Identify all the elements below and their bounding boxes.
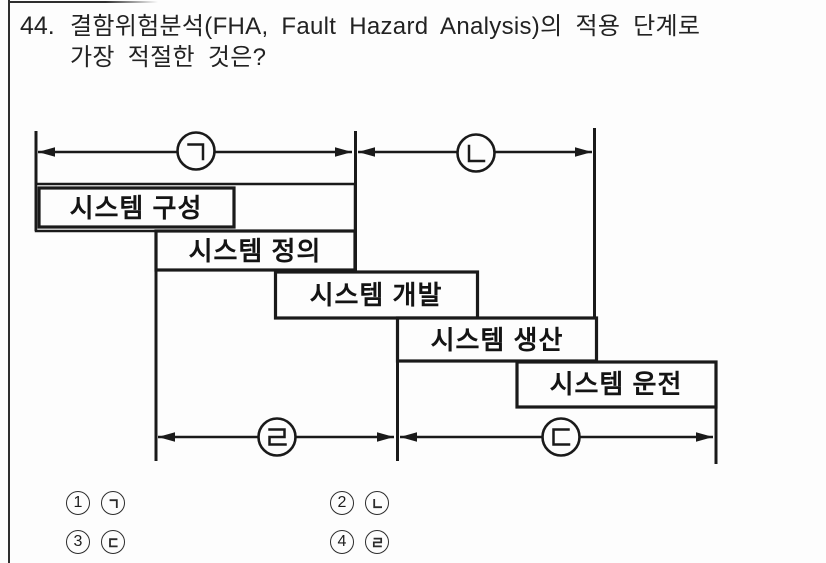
digeut-jamo-icon [552,428,571,446]
phase-label-system-definition: 시스템 정의 [189,236,322,266]
phase-timeline-diagram: 시스템 구성 시스템 정의 시스템 개발 시스템 생산 시스템 운전 [34,128,718,464]
option-3[interactable]: 3 [66,530,125,554]
option-2[interactable]: 2 [330,491,389,515]
option-3-number-circle: 3 [66,530,90,554]
phase-box-system-configuration [37,186,236,229]
option-4-number-circle: 4 [330,530,354,554]
giyeok-circle-icon [176,131,216,171]
nieun-jamo-icon [467,144,486,163]
nieun-circled-icon [365,491,389,515]
arrowheads [38,147,713,442]
question-text: 결함위험분석(FHA, Fault Hazard Analysis)의 적용 단… [70,11,700,73]
phase-box-system-operation [515,360,718,409]
option-1-number-circle: 1 [66,491,90,515]
question-line-2: 가장 적절한 것은? [70,44,267,71]
option-4[interactable]: 4 [330,530,389,554]
question-line-1: 결함위험분석(FHA, Fault Hazard Analysis)의 적용 단… [70,13,701,40]
phase-label-system-production: 시스템 생산 [431,325,564,355]
page-top-edge [8,1,158,3]
giyeok-circled-icon [101,491,125,515]
phase-box-system-production [395,316,599,363]
question-block: 44. 결함위험분석(FHA, Fault Hazard Analysis)의 … [20,11,700,73]
page-left-edge [8,0,10,563]
digeut-circled-icon [101,530,125,554]
phase-box-system-development [273,270,480,320]
giyeok-jamo-icon [187,143,205,161]
phase-label-system-development: 시스템 개발 [310,280,443,310]
rieul-jamo-icon [268,428,287,446]
digeut-circle-icon [541,417,581,457]
phase-label-system-operation: 시스템 운전 [550,369,683,399]
phase-label-system-configuration: 시스템 구성 [70,193,203,223]
option-2-number-circle: 2 [330,491,354,515]
phase-box-system-definition [154,229,357,272]
question-number: 44. [20,12,55,40]
option-1[interactable]: 1 [66,491,125,515]
rieul-circled-icon [365,530,389,554]
nieun-circle-icon [456,133,496,173]
